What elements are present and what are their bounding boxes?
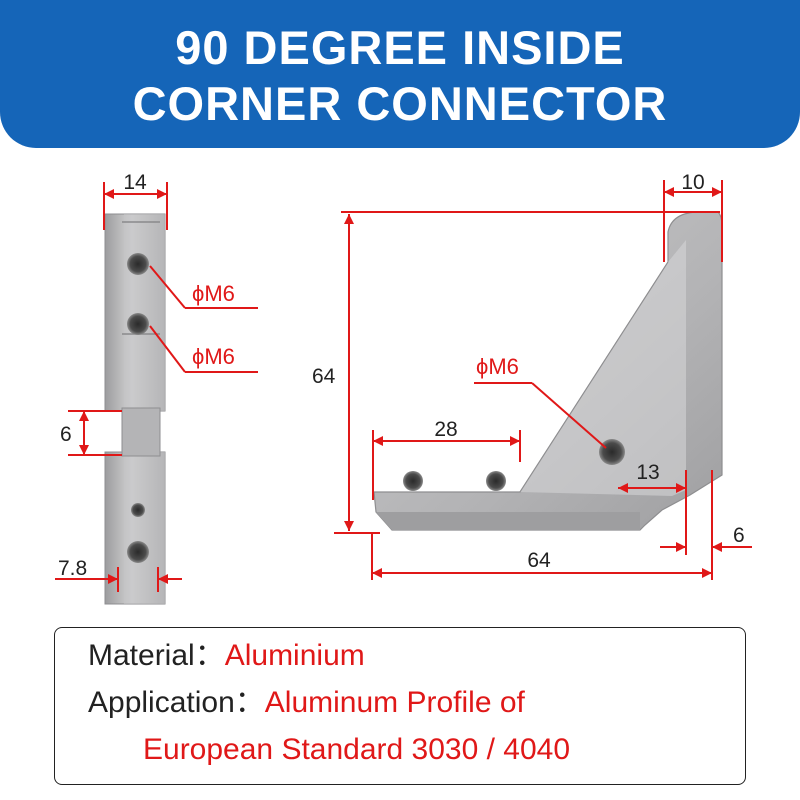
technical-drawing: 14 ϕM6 ϕM6 6 7.8 [55,171,752,605]
front-hole-label: ϕM6 [476,354,519,379]
front-dimension-arrows [344,187,722,578]
front-dimension-lines [334,180,752,580]
material-label: Material： [88,639,225,672]
dim-side-gap: 6 [60,423,72,446]
application-row: Application：Aluminum Profile of [88,683,525,723]
front-hole-angle [599,439,625,465]
side-dimension-lines [55,182,258,592]
side-hole-4 [127,541,149,563]
material-row: Material：Aluminium [88,636,365,676]
hole-label-lower: ϕM6 [192,344,235,369]
application-value-line2: European Standard 3030 / 4040 [143,733,571,766]
front-view-part [373,211,723,531]
dim-front-width: 64 [527,549,551,572]
dim-front-top: 10 [681,171,704,194]
hole-label-upper: ϕM6 [192,281,235,306]
side-hole-1 [127,253,149,275]
dim-front-spacing: 28 [434,418,457,441]
side-dimension-arrows [79,189,168,584]
title-banner: 90 DEGREE INSIDE CORNER CONNECTOR [0,0,800,148]
application-label: Application： [88,686,265,719]
side-hole-3 [131,503,145,517]
title-line-1: 90 DEGREE INSIDE [175,21,625,74]
dim-front-height: 64 [312,365,336,388]
application-value-line1: Aluminum Profile of [264,686,525,719]
application-row-2: European Standard 3030 / 4040 [143,730,570,770]
title-line-2: CORNER CONNECTOR [132,77,668,130]
dim-front-offset: 13 [636,461,659,484]
side-view-part [104,213,166,605]
spec-box [54,627,746,785]
front-hole-2 [486,471,506,491]
dim-front-right: 6 [733,524,745,547]
side-hole-2 [127,313,149,335]
material-value: Aluminium [224,639,365,672]
dim-side-bottom: 7.8 [58,557,87,580]
front-hole-1 [403,471,423,491]
dim-side-width: 14 [123,171,147,194]
